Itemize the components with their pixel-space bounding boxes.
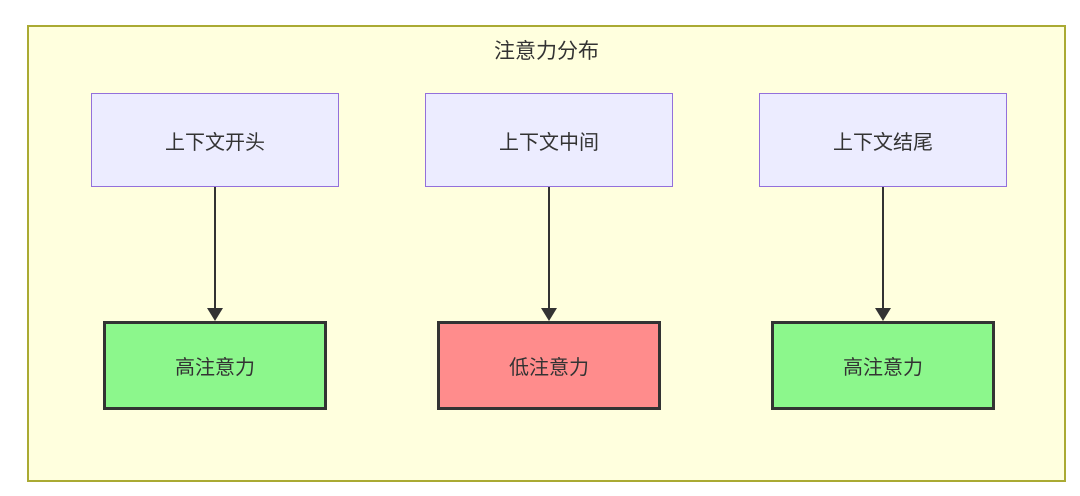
arrow-shaft (214, 187, 216, 308)
arrow-head (207, 308, 223, 321)
arrow-shaft (882, 187, 884, 308)
attention-distribution-diagram: 注意力分布 上下文开头 高注意力 上下文中间 低注意力 上下文结尾 (27, 25, 1066, 482)
arrow-head (541, 308, 557, 321)
node-high-attention: 高注意力 (771, 321, 995, 410)
node-context-middle: 上下文中间 (425, 93, 673, 187)
arrow-head (875, 308, 891, 321)
node-label: 上下文中间 (499, 131, 599, 154)
node-high-attention: 高注意力 (103, 321, 327, 410)
arrow-shaft (548, 187, 550, 308)
arrow-down-icon (875, 187, 891, 321)
column-context-end: 上下文结尾 高注意力 (759, 93, 1007, 410)
arrow-down-icon (207, 187, 223, 321)
node-label: 上下文结尾 (833, 131, 933, 154)
column-context-start: 上下文开头 高注意力 (91, 93, 339, 410)
node-label: 高注意力 (175, 357, 255, 379)
column-context-middle: 上下文中间 低注意力 (425, 93, 673, 410)
node-context-start: 上下文开头 (91, 93, 339, 187)
node-label: 低注意力 (509, 357, 589, 379)
diagram-title: 注意力分布 (494, 40, 599, 63)
node-low-attention: 低注意力 (437, 321, 661, 410)
node-context-end: 上下文结尾 (759, 93, 1007, 187)
node-label: 上下文开头 (165, 131, 265, 154)
node-label: 高注意力 (843, 357, 923, 379)
arrow-down-icon (541, 187, 557, 321)
